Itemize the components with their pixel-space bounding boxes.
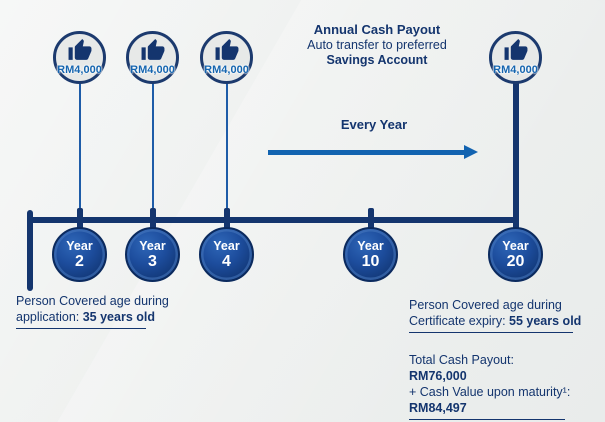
- payout-connector-line: [79, 83, 81, 211]
- payout-amount: RM4,000: [57, 64, 102, 76]
- summary-block: Total Cash Payout: RM76,000 + Cash Value…: [409, 352, 570, 420]
- left-note-line1: Person Covered age during: [16, 294, 169, 308]
- timeline-tick: [368, 208, 374, 230]
- timeline-node-year-2: Year 2: [52, 227, 107, 282]
- payout-connector-line: [226, 83, 228, 211]
- underline-divider: [409, 419, 565, 420]
- payout-node-year-2: RM4,000: [53, 31, 106, 84]
- thumbs-up-icon: [215, 39, 238, 60]
- timeline-tick: [150, 208, 156, 230]
- year-word: Year: [357, 238, 384, 253]
- payout-amount: RM4,000: [204, 64, 249, 76]
- year-word: Year: [66, 238, 93, 253]
- year-number: 3: [148, 252, 157, 270]
- payout-connector-line-thick: [513, 82, 519, 219]
- left-note-line2: application: 35 years old: [16, 309, 169, 325]
- right-note: Person Covered age during Certificate ex…: [409, 297, 581, 333]
- payout-node-year-4: RM4,000: [200, 31, 253, 84]
- payout-node-year-3: RM4,000: [126, 31, 179, 84]
- timeline-tick: [77, 208, 83, 230]
- year-number: 2: [75, 252, 84, 270]
- header-subtitle: Auto transfer to preferred: [307, 37, 447, 52]
- year-number: 4: [222, 252, 231, 270]
- header-title: Annual Cash Payout: [313, 22, 441, 37]
- payout-node-year-20: RM4,000: [489, 31, 542, 84]
- timeline-node-year-4: Year 4: [199, 227, 254, 282]
- right-note-line2: Certificate expiry: 55 years old: [409, 313, 581, 329]
- timeline-tick: [513, 208, 519, 230]
- cash-value-maturity-value: RM84,497: [409, 401, 467, 415]
- left-note-line2-prefix: application:: [16, 310, 83, 324]
- year-number: 10: [361, 252, 380, 270]
- timeline-node-year-10: Year 10: [343, 227, 398, 282]
- thumbs-up-icon: [504, 39, 527, 60]
- left-note-line2-bold: 35 years old: [82, 310, 155, 324]
- payout-amount: RM4,000: [130, 64, 175, 76]
- underline-divider: [409, 332, 573, 333]
- timeline-tick: [224, 208, 230, 230]
- every-year-label: Every Year: [340, 117, 408, 132]
- underline-divider: [16, 328, 146, 329]
- left-note: Person Covered age during application: 3…: [16, 293, 169, 329]
- right-arrow-head-icon: [464, 145, 478, 159]
- header-block: Annual Cash Payout Auto transfer to pref…: [293, 22, 461, 69]
- payout-connector-line: [152, 83, 154, 211]
- timeline-start-cap: [27, 210, 33, 291]
- total-cash-payout-label: Total Cash Payout:: [409, 353, 514, 367]
- right-arrow-icon: [268, 150, 465, 155]
- thumbs-up-icon: [141, 39, 164, 60]
- year-word: Year: [139, 238, 166, 253]
- year-number: 20: [506, 252, 525, 270]
- payout-amount: RM4,000: [493, 64, 538, 76]
- right-note-line1: Person Covered age during: [409, 298, 562, 312]
- year-word: Year: [502, 238, 529, 253]
- total-cash-payout-value: RM76,000: [409, 369, 467, 383]
- timeline-node-year-3: Year 3: [125, 227, 180, 282]
- right-note-line2-prefix: Certificate expiry:: [409, 314, 510, 328]
- timeline-bar: [27, 217, 519, 223]
- header-subtitle-bold: Savings Account: [326, 53, 428, 67]
- thumbs-up-icon: [68, 39, 91, 60]
- year-word: Year: [213, 238, 240, 253]
- right-note-line2-bold: 55 years old: [509, 314, 582, 328]
- timeline-node-year-20: Year 20: [488, 227, 543, 282]
- cash-value-maturity-label: + Cash Value upon maturity¹:: [409, 385, 571, 399]
